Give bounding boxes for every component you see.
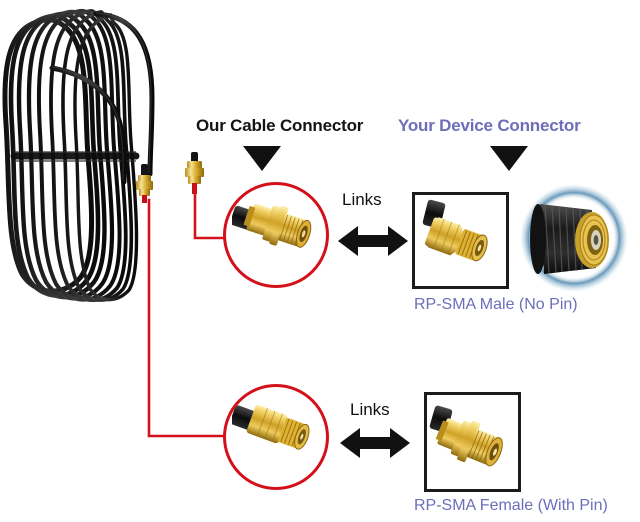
callout-circle-top (223, 182, 329, 288)
double-arrow-horizontal-icon-top (338, 226, 408, 256)
double-arrow-horizontal-icon-bottom (340, 428, 410, 458)
cable-end-connector-right (178, 152, 214, 194)
links-label-bottom: Links (350, 400, 390, 419)
caption-rp-sma-female: RP-SMA Female (With Pin) (414, 497, 608, 514)
your-device-connector-heading: Your Device Connector (398, 116, 581, 135)
our-cable-connector-heading: Our Cable Connector (196, 116, 364, 135)
triangle-down-icon-our (243, 146, 281, 171)
triangle-down-icon-your (490, 146, 528, 171)
cable-end-connector-left (128, 164, 164, 204)
rp-sma-female-photo-box (424, 392, 521, 492)
callout-circle-bottom (223, 384, 329, 490)
links-label-top: Links (342, 190, 382, 209)
cable-coil-photo (0, 6, 215, 306)
caption-rp-sma-male: RP-SMA Male (No Pin) (414, 296, 578, 313)
device-antenna-base-photo (518, 182, 630, 294)
rp-sma-male-photo-box (412, 192, 509, 289)
